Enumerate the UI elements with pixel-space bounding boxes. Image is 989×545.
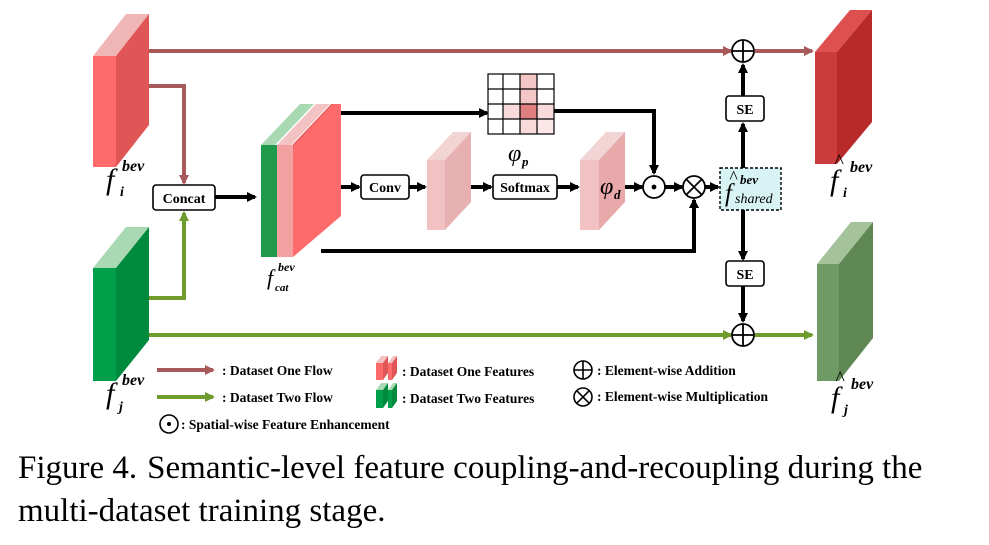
conv-feature-map	[427, 132, 471, 230]
legend-dataset-two-features: : Dataset Two Features	[376, 383, 534, 408]
svg-text:bev: bev	[278, 260, 295, 274]
svg-text:d: d	[614, 187, 621, 202]
label-f-i: f bev i	[106, 158, 145, 200]
svg-text:Conv: Conv	[369, 181, 401, 196]
svg-text:SE: SE	[736, 268, 753, 283]
label-f-j: f bev j	[106, 372, 145, 415]
svg-text:shared: shared	[735, 192, 774, 207]
svg-text:bev: bev	[850, 159, 873, 176]
add-operator-bottom	[731, 323, 755, 347]
svg-text:bev: bev	[122, 158, 145, 175]
svg-text:Concat: Concat	[163, 192, 206, 207]
spatial-enhancement-operator	[642, 175, 666, 199]
feature-map-f-j	[93, 227, 149, 381]
label-phi-p: φ p	[508, 141, 529, 169]
concat-box: Concat	[152, 184, 216, 211]
conv-box: Conv	[360, 174, 410, 200]
legend-dataset-one-flow: : Dataset One Flow	[157, 363, 333, 378]
flow-fcat-to-multiply	[321, 198, 699, 253]
caption-label: Figure 4.	[18, 450, 138, 486]
flow-f-i-to-concat	[149, 84, 189, 185]
svg-text:: Dataset One Flow: : Dataset One Flow	[222, 363, 333, 378]
phi-d-feature-map	[580, 132, 625, 230]
svg-text:bev: bev	[851, 376, 874, 393]
svg-text:^: ^	[835, 368, 845, 390]
svg-text:: Element-wise Multiplication: : Element-wise Multiplication	[597, 389, 768, 404]
figure-caption: Figure 4.Semantic-level feature coupling…	[18, 447, 973, 533]
legend-spatial-enhancement: : Spatial-wise Feature Enhancement	[159, 414, 390, 434]
svg-text:Softmax: Softmax	[500, 181, 550, 196]
softmax-box: Softmax	[492, 174, 558, 200]
svg-text:cat: cat	[275, 282, 289, 294]
caption-text: Semantic-level feature coupling-and-reco…	[18, 450, 923, 529]
svg-text:SE: SE	[736, 103, 753, 118]
flow-f-j-to-concat	[149, 211, 189, 300]
shared-feature-box: f ^ bev shared	[719, 167, 782, 211]
svg-text:: Dataset Two Flow: : Dataset Two Flow	[222, 390, 333, 405]
svg-text:: Dataset Two Features: : Dataset Two Features	[402, 391, 534, 406]
legend-element-wise-addition: : Element-wise Addition	[573, 360, 736, 380]
svg-text:i: i	[120, 185, 124, 200]
svg-text:f: f	[106, 377, 118, 410]
svg-text:: Spatial-wise Feature Enhance: : Spatial-wise Feature Enhancement	[181, 417, 390, 432]
svg-text:φ: φ	[508, 141, 521, 167]
legend-dataset-one-features: : Dataset One Features	[376, 356, 534, 380]
output-feature-f-i-hat	[815, 10, 872, 164]
svg-text:j: j	[842, 403, 848, 418]
add-operator-top	[731, 39, 755, 63]
legend-dataset-two-flow: : Dataset Two Flow	[157, 390, 333, 405]
svg-text:φ: φ	[600, 174, 613, 200]
label-phi-d: φ d	[600, 174, 621, 202]
svg-text:: Dataset One Features: : Dataset One Features	[402, 364, 534, 379]
feature-map-f-i	[93, 14, 149, 167]
phi-p-grid	[487, 73, 555, 135]
svg-text:f: f	[106, 163, 118, 196]
label-f-j-hat: f ^ bev j	[831, 368, 874, 418]
flow-phi-p-to-odot	[554, 109, 659, 175]
legend: : Dataset One Flow : Dataset Two Flow : …	[157, 356, 768, 434]
output-feature-f-j-hat	[817, 222, 873, 381]
svg-text:j: j	[117, 400, 123, 415]
se-box-bottom: SE	[725, 260, 765, 287]
label-f-cat: f bev cat	[267, 260, 295, 294]
svg-text:: Element-wise Addition: : Element-wise Addition	[597, 363, 736, 378]
svg-text:^: ^	[729, 167, 738, 187]
svg-text:i: i	[843, 186, 847, 201]
svg-text:p: p	[521, 154, 529, 169]
label-f-i-hat: f ^ bev i	[830, 151, 873, 201]
multiply-operator	[682, 175, 706, 199]
feature-map-f-cat	[261, 103, 341, 257]
svg-text:f: f	[725, 180, 735, 207]
se-box-top: SE	[725, 95, 765, 122]
svg-text:bev: bev	[740, 172, 758, 187]
svg-text:^: ^	[834, 151, 844, 173]
svg-text:bev: bev	[122, 372, 145, 389]
legend-element-wise-multiplication: : Element-wise Multiplication	[573, 387, 768, 407]
svg-text:f: f	[267, 265, 276, 290]
